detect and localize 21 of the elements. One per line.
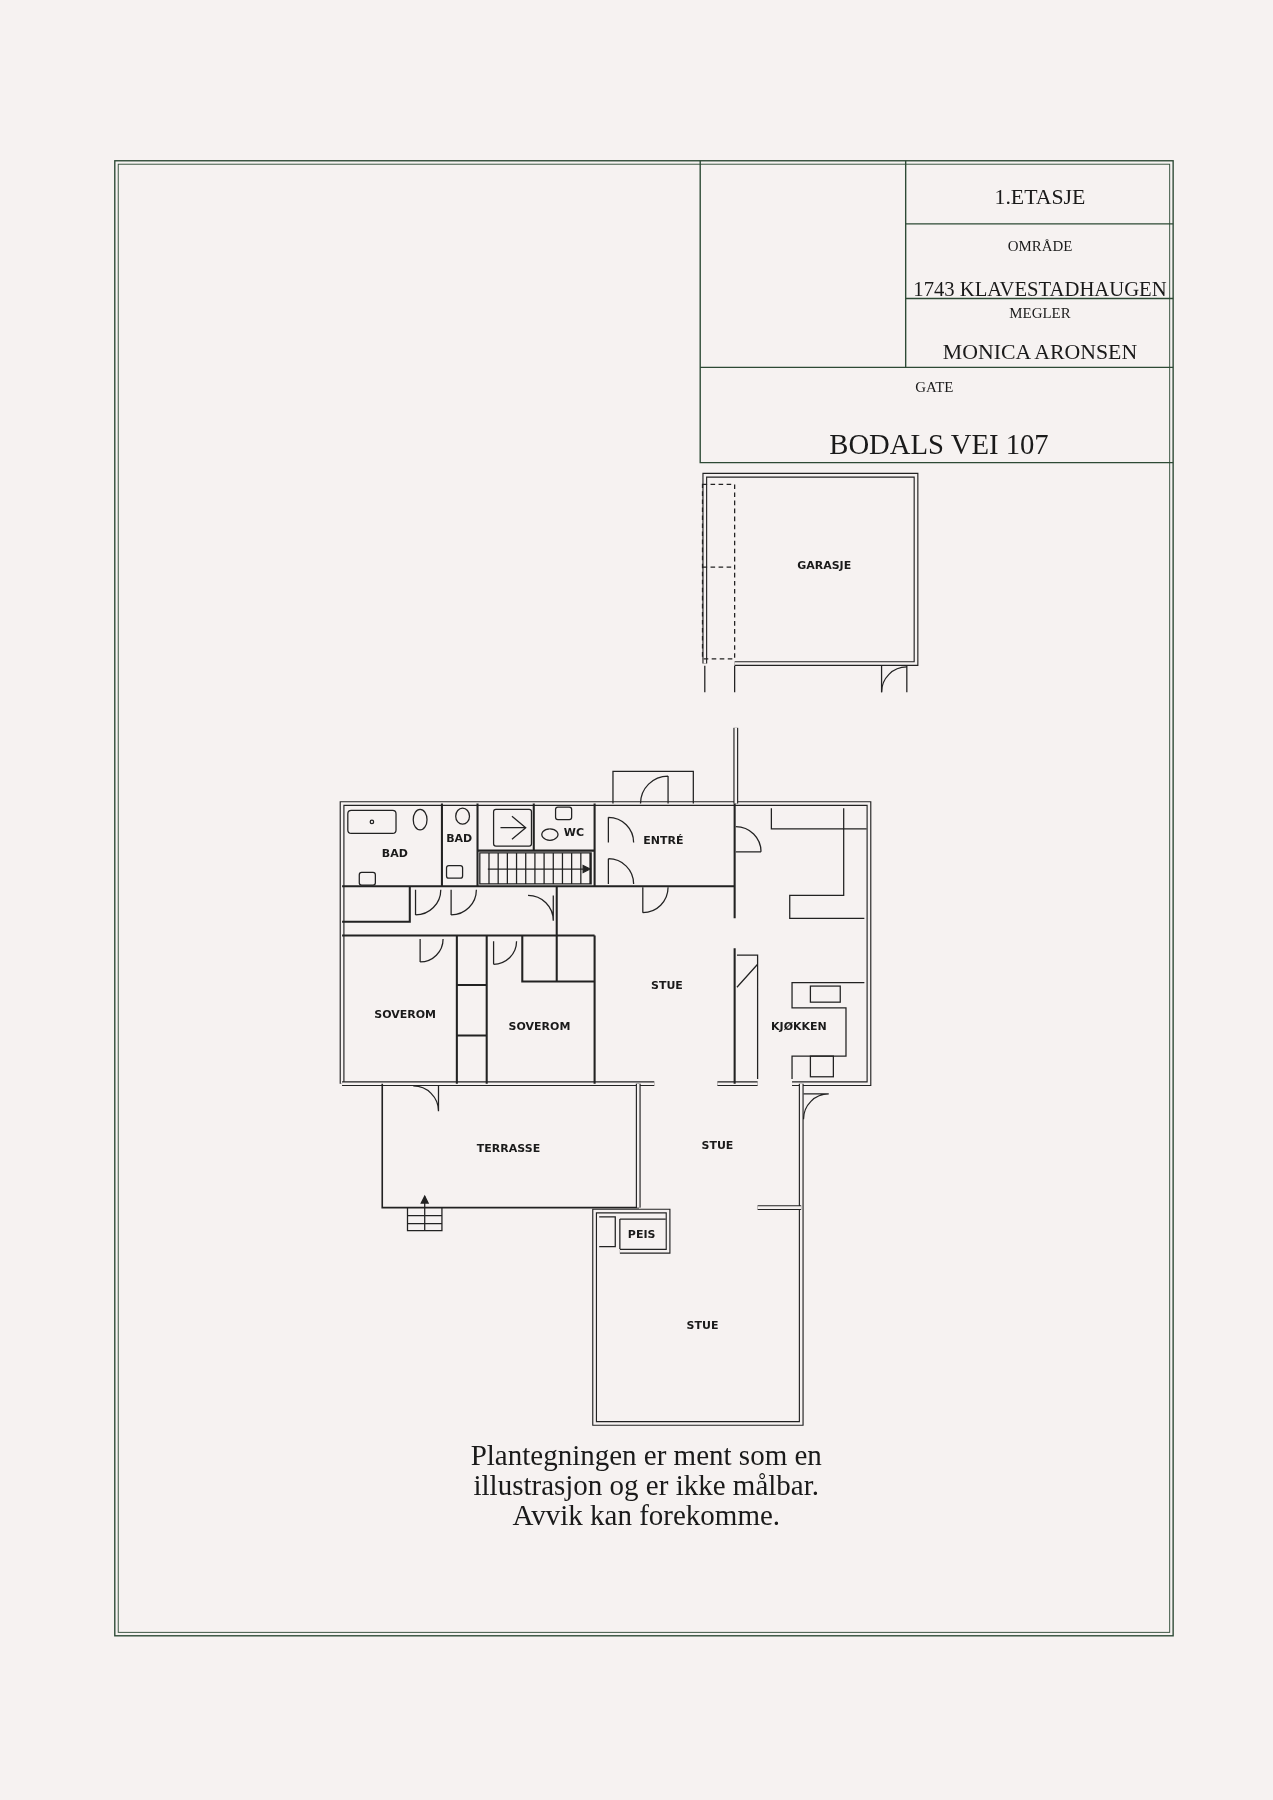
room-label: KJØKKEN [771,1021,827,1034]
title-block-text: 1743 KLAVESTADHAUGEN [913,277,1167,301]
room-label: STUE [701,1139,734,1152]
room-label: ENTRÉ [643,835,684,848]
room-label: GARASJE [797,559,852,572]
title-block-text: GATE [915,378,954,396]
room-label: BAD [381,847,408,861]
room-label: SOVEROM [374,1008,437,1021]
room-label: STUE [686,1319,719,1332]
disclaimer-note: Plantegningen er ment som en illustrasjon og er ikke målbar. Avvik kan forekomme. [469,1441,823,1530]
room-label: SOVEROM [508,1021,571,1034]
title-block-text: MEGLER [1009,305,1071,322]
room-label: BAD [446,833,473,846]
title-block-text: OMRÅDE [1007,237,1073,254]
room-label: TERRASSE [476,1142,541,1156]
room-label: WC [563,827,585,840]
title-block-text: BODALS VEI 107 [829,429,1049,462]
room-label: PEIS [627,1229,656,1242]
title-block-text: 1.ETASJE [994,185,1086,210]
title-block-text: MONICA ARONSEN [942,340,1138,365]
room-label: STUE [650,979,683,993]
